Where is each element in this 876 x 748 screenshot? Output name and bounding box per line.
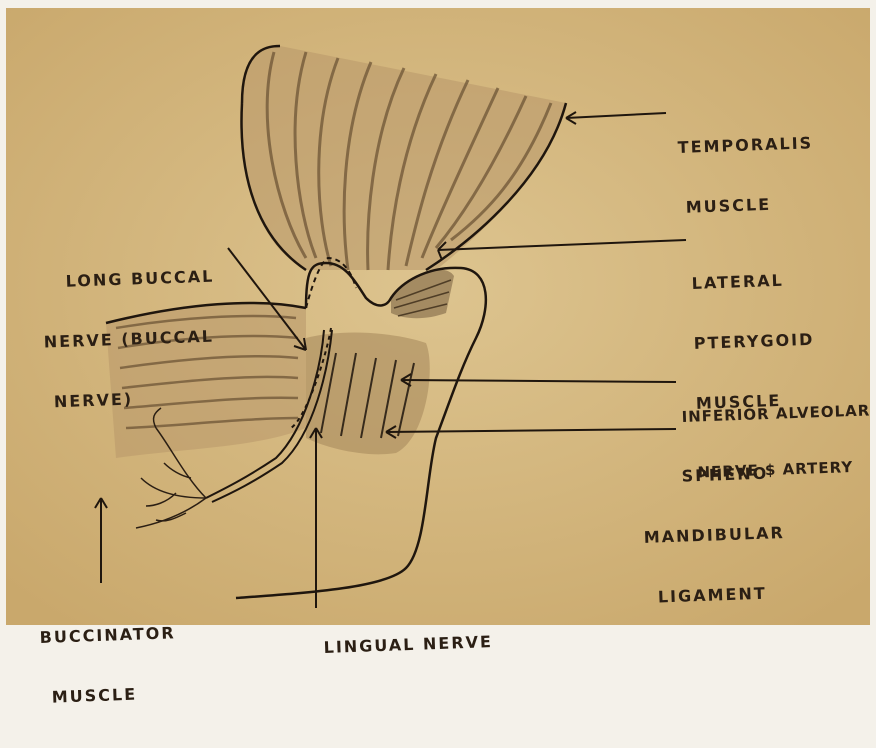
label-long-buccal-line2: NERVE (BUCCAL (44, 327, 217, 353)
label-temporalis-line1: TEMPORALIS (677, 133, 813, 158)
sphenomandibular-ligament (306, 333, 430, 455)
label-sphenomandibular-line1: SPHENO (641, 463, 783, 488)
label-lingual-nerve: LINGUAL NERVE (322, 592, 495, 698)
label-long-buccal-nerve: LONG BUCCAL NERVE (BUCCAL NERVE) (58, 227, 220, 452)
label-lateral-pterygoid-line2: PTERYGOID (693, 330, 814, 354)
label-lateral-pterygoid-line1: LATERAL (691, 270, 812, 294)
label-sphenomandibular-ligament: SPHENO MANDIBULAR LIGAMENT (640, 423, 789, 648)
label-lingual-line1: LINGUAL NERVE (323, 632, 493, 658)
label-temporalis-line2: MUSCLE (679, 193, 815, 218)
label-sphenomandibular-line2: MANDIBULAR (643, 523, 785, 548)
label-long-buccal-line1: LONG BUCCAL (59, 267, 214, 292)
label-buccinator-line2: MUSCLE (41, 683, 178, 708)
diagram-stage: TEMPORALIS MUSCLE LONG BUCCAL NERVE (BUC… (0, 0, 876, 631)
label-long-buccal-line3: NERVE) (54, 387, 219, 413)
label-buccinator-muscle: BUCCINATOR MUSCLE (38, 583, 180, 748)
label-buccinator-line1: BUCCINATOR (39, 623, 176, 648)
label-sphenomandibular-line3: LIGAMENT (646, 583, 788, 608)
